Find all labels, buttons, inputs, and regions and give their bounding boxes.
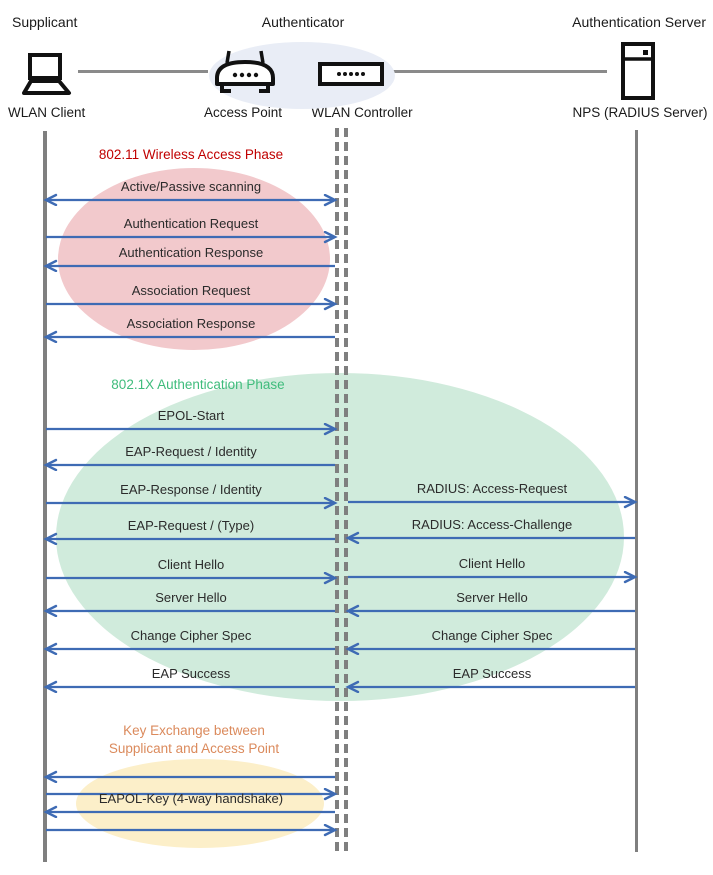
phase3-ellipse bbox=[76, 759, 324, 848]
supplicant-role-label: Supplicant bbox=[12, 14, 78, 30]
supplicant-lifeline bbox=[43, 131, 47, 862]
auth-server-role-label: Authentication Server bbox=[572, 14, 706, 30]
phase3-title: Key Exchange between Supplicant and Acce… bbox=[108, 723, 280, 756]
access-point-label: Access Point bbox=[203, 105, 283, 120]
authenticator-lifeline-b bbox=[344, 128, 348, 855]
phase1-title: 802.11 Wireless Access Phase bbox=[98, 147, 284, 162]
connector-line-right bbox=[390, 70, 607, 73]
wlan-controller-label: WLAN Controller bbox=[311, 105, 413, 120]
server-lifeline bbox=[635, 130, 638, 852]
wlan-client-label: WLAN Client bbox=[8, 105, 86, 120]
phase2-title: 802.1X Authentication Phase bbox=[111, 377, 285, 392]
nps-radius-server-label: NPS (RADIUS Server) bbox=[572, 105, 708, 120]
phase1-ellipse bbox=[58, 168, 330, 350]
authenticator-lifeline-a bbox=[335, 128, 339, 855]
connector-line-left bbox=[78, 70, 208, 73]
access-point-icon bbox=[215, 50, 275, 93]
wlan-controller-icon bbox=[318, 62, 384, 86]
server-icon bbox=[621, 42, 655, 100]
laptop-icon bbox=[22, 53, 71, 95]
authenticator-role-label: Authenticator bbox=[261, 14, 345, 30]
